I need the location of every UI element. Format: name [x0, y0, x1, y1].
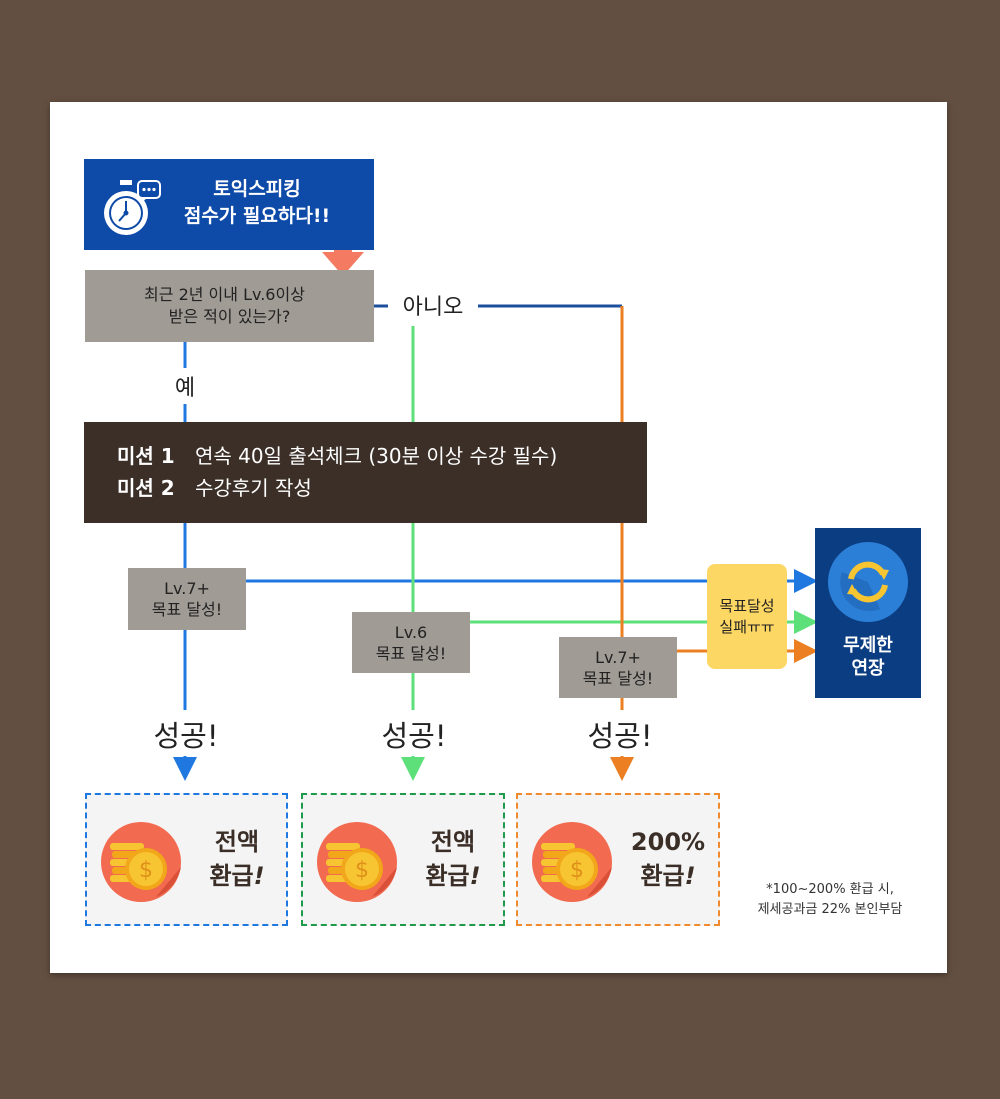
refund-box-1: $ 전액 환급!: [85, 793, 288, 926]
refund-text-1: 전액 환급!: [187, 825, 287, 893]
footnote: *100~200% 환급 시, 제세공과금 22% 본인부담: [730, 880, 930, 920]
svg-text:$: $: [355, 858, 369, 883]
goal-2-text: 목표 달성!: [375, 643, 447, 663]
extend-text: 무제한 연장: [815, 634, 921, 680]
question-line-1: 최근 2년 이내 Lv.6이상: [144, 285, 305, 304]
goal-1-level: Lv.7+: [164, 579, 210, 598]
mission-row-1: 미션 1 연속 40일 출석체크 (30분 이상 수강 필수): [117, 440, 647, 472]
footnote-line-2: 제세공과금 22% 본인부담: [757, 902, 903, 917]
fail-line-2: 실패ㅠㅠ: [719, 617, 775, 636]
header-line-2: 점수가 필요하다!!: [183, 205, 331, 227]
goal-3-level: Lv.7+: [595, 647, 641, 667]
mission-tag-2: 미션 2: [117, 476, 175, 500]
refund-3-line-2: 환급: [640, 862, 685, 890]
fail-line-1: 목표달성: [719, 596, 775, 615]
refund-3-bang: !: [684, 862, 696, 890]
question-line-2: 받은 적이 있는가?: [168, 307, 291, 326]
extend-line-2: 연장: [851, 658, 885, 679]
coin-stack-icon: $: [532, 822, 612, 902]
coin-stack-icon: $: [317, 822, 397, 902]
stopwatch-icon: [104, 180, 161, 235]
no-branch-label: 아니오: [390, 290, 476, 320]
goal-box-3: Lv.7+ 목표 달성!: [559, 637, 677, 698]
goal-box-2: Lv.6 목표 달성!: [352, 612, 470, 673]
refund-2-line-1: 전액: [430, 828, 476, 856]
mission-tag-1: 미션 1: [117, 444, 175, 468]
header-line-1: 토익스피킹: [213, 178, 301, 200]
svg-text:$: $: [570, 858, 584, 883]
header-title: 토익스피킹 점수가 필요하다!!: [152, 176, 362, 230]
mission-text-1: 연속 40일 출석체크 (30분 이상 수강 필수): [195, 444, 558, 468]
goal-2-level: Lv.6: [394, 622, 428, 642]
goal-1-text: 목표 달성!: [151, 600, 223, 619]
extend-line-1: 무제한: [843, 635, 893, 656]
refund-2-bang: !: [469, 862, 481, 890]
refund-2-line-2: 환급: [425, 862, 470, 890]
svg-text:$: $: [139, 858, 153, 883]
mission-text-2: 수강후기 작성: [195, 476, 312, 500]
mission-box: 미션 1 연속 40일 출석체크 (30분 이상 수강 필수) 미션 2 수강후…: [84, 422, 647, 523]
mission-row-2: 미션 2 수강후기 작성: [117, 472, 647, 504]
refund-box-3: $ 200% 환급!: [516, 793, 720, 926]
success-label-2: 성공!: [368, 713, 460, 755]
extend-box: 무제한 연장: [815, 528, 921, 698]
refund-text-3: 200% 환급!: [618, 825, 718, 893]
refund-1-line-2: 환급: [209, 862, 254, 890]
refresh-icon: [828, 542, 908, 622]
goal-box-1: Lv.7+ 목표 달성!: [128, 568, 246, 630]
fail-box: 목표달성 실패ㅠㅠ: [707, 564, 787, 669]
goal-3-text: 목표 달성!: [582, 668, 654, 688]
yes-branch-label: 예: [168, 370, 202, 402]
refund-1-bang: !: [253, 862, 265, 890]
question-box: 최근 2년 이내 Lv.6이상 받은 적이 있는가?: [85, 270, 374, 342]
success-label-1: 성공!: [140, 713, 232, 755]
coin-stack-icon: $: [101, 822, 181, 902]
refund-text-2: 전액 환급!: [403, 825, 503, 893]
refund-1-line-1: 전액: [214, 828, 260, 856]
refund-box-2: $ 전액 환급!: [301, 793, 505, 926]
success-label-3: 성공!: [574, 713, 666, 755]
footnote-line-1: *100~200% 환급 시,: [766, 882, 894, 897]
header-box: 토익스피킹 점수가 필요하다!!: [84, 159, 374, 250]
refund-3-line-1: 200%: [630, 828, 706, 856]
